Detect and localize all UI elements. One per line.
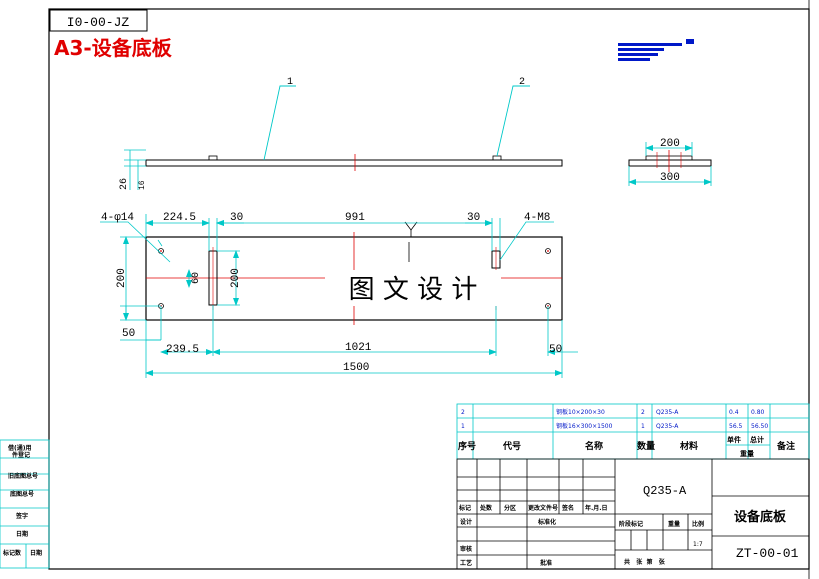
parts-row-1-total: 0.80 (751, 409, 765, 416)
dim-60: 60 (191, 272, 202, 284)
title-drawing-no: ZT-00-01 (736, 546, 799, 561)
sheet-title: A3-设备底板 (54, 36, 173, 60)
header-code: 代号 (502, 440, 521, 452)
plan-view: 4-φ14 224.5 30 991 30 4-M8 200 60 200 50… (100, 212, 578, 378)
side-view: 200 300 (628, 138, 712, 186)
legend-block (618, 39, 694, 61)
title-part-name: 设备底板 (734, 509, 787, 525)
dim-50-right: 50 (549, 344, 562, 356)
front-view: 1 2 26 16 (119, 77, 563, 190)
role-approve: 批准 (540, 559, 552, 567)
parts-row-2-qty: 1 (641, 423, 645, 430)
parts-row-2-unit: 56.5 (729, 423, 743, 430)
balloon-1: 1 (287, 77, 293, 88)
parts-row-2-name: 钢板16×300×1500 (556, 422, 613, 430)
rev-header-5: 年.月.日 (585, 504, 608, 512)
stage-header-0: 阶段标记 (619, 520, 643, 528)
dim-hole-note: 4-φ14 (101, 212, 134, 224)
dim-991: 991 (345, 212, 365, 224)
header-no: 序号 (458, 440, 476, 452)
strip-label-7: 日期 (30, 549, 42, 557)
parts-row-1-material: Q235-A (656, 409, 679, 416)
parts-row-2-total: 56.50 (751, 423, 768, 430)
strip-label-5: 日期 (16, 530, 28, 538)
dim-side-200: 200 (660, 138, 680, 150)
dim-30-left: 30 (230, 212, 243, 224)
dim-thread-note: 4-M8 (524, 212, 550, 224)
dim-239-5: 239.5 (166, 344, 199, 356)
rev-header-0: 标记 (458, 504, 471, 512)
title-scale: 1:7 (693, 541, 703, 548)
rev-header-4: 签名 (561, 504, 574, 512)
dim-200-inner: 200 (230, 268, 242, 288)
drawing-code: I0-00-JZ (67, 15, 130, 30)
header-material: 材料 (679, 440, 698, 452)
role-check: 审核 (460, 545, 472, 553)
title-material: Q235-A (643, 484, 687, 498)
parts-row-1-unit: 0.4 (729, 409, 739, 416)
strip-label-6: 标记数 (2, 549, 22, 557)
strip-label-2: 旧底图总号 (8, 472, 38, 480)
dim-16: 16 (138, 180, 147, 190)
dim-50-left: 50 (122, 328, 135, 340)
rev-header-3: 更改文件号 (528, 504, 558, 512)
dim-26: 26 (119, 178, 130, 190)
role-standard: 标准化 (537, 518, 556, 526)
dim-1021: 1021 (345, 342, 372, 354)
drawing-code-box: I0-00-JZ (49, 9, 148, 32)
header-remark: 备注 (776, 440, 795, 452)
strip-label-1: 件登记 (12, 451, 30, 459)
header-weight: 重量 (740, 449, 754, 458)
rev-header-2: 分区 (504, 504, 516, 512)
dim-1500: 1500 (343, 362, 369, 374)
dim-200-left: 200 (116, 268, 128, 288)
strip-label-4: 签字 (15, 512, 28, 520)
header-qty: 数量 (637, 440, 655, 452)
dim-side-300: 300 (660, 172, 680, 184)
sheets-label: 共 张 第 张 (624, 558, 666, 566)
parts-row-1-qty: 2 (641, 409, 645, 416)
header-total: 总计 (750, 435, 764, 444)
title-block (456, 458, 810, 570)
parts-row-2-no: 1 (461, 423, 465, 430)
dim-224-5: 224.5 (163, 212, 196, 224)
parts-row-1-name: 钢板10×200×30 (556, 408, 605, 416)
role-process: 工艺 (460, 559, 472, 567)
parts-list (456, 403, 810, 460)
left-strip (0, 439, 50, 569)
stage-header-2: 比例 (692, 520, 704, 528)
dim-30-right: 30 (467, 212, 480, 224)
parts-row-2-material: Q235-A (656, 423, 679, 430)
header-name: 名称 (585, 440, 603, 452)
strip-label-0: 借(通)用 (7, 444, 32, 452)
header-unit: 单件 (727, 435, 741, 444)
rev-header-1: 处数 (479, 504, 493, 512)
role-design: 设计 (460, 518, 472, 526)
balloon-2: 2 (519, 77, 525, 88)
watermark: 图 文 设 计 (349, 275, 478, 305)
strip-label-3: 底图总号 (10, 490, 34, 498)
parts-row-1-no: 2 (461, 409, 465, 416)
stage-header-1: 重量 (668, 520, 680, 528)
